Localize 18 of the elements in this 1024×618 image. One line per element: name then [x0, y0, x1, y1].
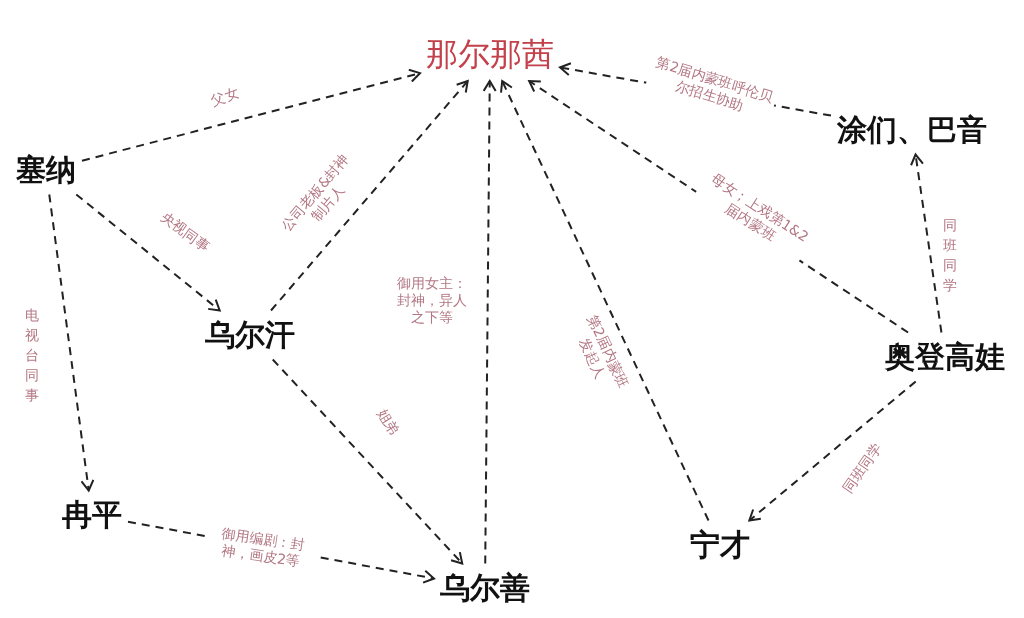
arrow: [270, 80, 469, 312]
person-name: 乌尔汗: [205, 314, 295, 356]
person-name: 塞纳: [16, 149, 76, 191]
person-name: 冉平: [62, 494, 122, 536]
arrow: [500, 80, 710, 522]
arrow: [81, 68, 421, 162]
arrow: [910, 153, 943, 334]
edge-label: 电视台同事: [22, 305, 42, 405]
arrow: [748, 380, 917, 522]
arrow: [271, 358, 464, 565]
arrow: [482, 80, 497, 565]
person-name: 涂们、巴音: [837, 109, 987, 151]
person-name: 宁才: [690, 524, 750, 566]
arrow: [48, 193, 95, 492]
arrow: [75, 193, 221, 312]
person-name: 奥登高娃: [885, 336, 1005, 378]
person-name: 那尔那茜: [426, 33, 554, 77]
person-name: 乌尔善: [440, 567, 530, 609]
